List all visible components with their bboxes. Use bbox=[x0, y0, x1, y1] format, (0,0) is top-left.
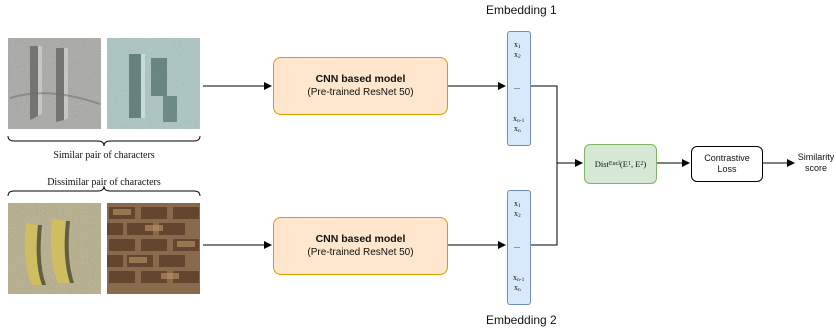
model-subtitle: (Pre-trained ResNet 50) bbox=[307, 247, 414, 258]
vector-entry-x1: x1 bbox=[514, 199, 521, 209]
cnn-model-box-bottom: CNN based model (Pre-trained ResNet 50) bbox=[273, 217, 448, 275]
similar-char-image-right bbox=[107, 38, 200, 129]
model-subtitle: (Pre-trained ResNet 50) bbox=[307, 87, 414, 98]
vector-entry-x1: x1 bbox=[514, 40, 521, 50]
embedding-1-label: Embedding 1 bbox=[486, 3, 557, 17]
dissimilar-pair-caption: Dissimilar pair of characters bbox=[47, 177, 161, 188]
contrastive-loss-box: Contrastive Loss bbox=[691, 146, 763, 182]
model-title: CNN based model bbox=[315, 233, 406, 245]
vector-entry-xn-1: xn-1 bbox=[513, 114, 525, 124]
embedding-2-label: Embedding 2 bbox=[486, 313, 557, 327]
vector-entry-xn: xn bbox=[514, 283, 521, 293]
vector-ellipsis: ... bbox=[514, 241, 520, 250]
loss-label-line2: Loss bbox=[717, 164, 737, 174]
vector-entry-xn: xn bbox=[514, 124, 521, 134]
model-title: CNN based model bbox=[315, 73, 406, 85]
embedding-vector-2: x1 x2 ... xn-1 xn bbox=[507, 190, 531, 305]
embedding-vector-1: x1 x2 ... xn-1 xn bbox=[507, 31, 531, 146]
similar-pair-caption: Similar pair of characters bbox=[53, 150, 155, 161]
similarity-score-label: Similarity score bbox=[797, 152, 835, 173]
loss-label-line1: Contrastive bbox=[704, 153, 750, 163]
vector-entry-x2: x2 bbox=[514, 209, 521, 219]
dissimilar-char-image-left bbox=[8, 203, 101, 294]
vector-entry-xn-1: xn-1 bbox=[513, 273, 525, 283]
dissimilar-char-image-right bbox=[107, 203, 200, 294]
vector-ellipsis: ... bbox=[514, 82, 520, 91]
similar-char-image-left bbox=[8, 38, 101, 129]
vector-entry-x2: x2 bbox=[514, 50, 521, 60]
cnn-model-box-top: CNN based model (Pre-trained ResNet 50) bbox=[273, 57, 448, 115]
